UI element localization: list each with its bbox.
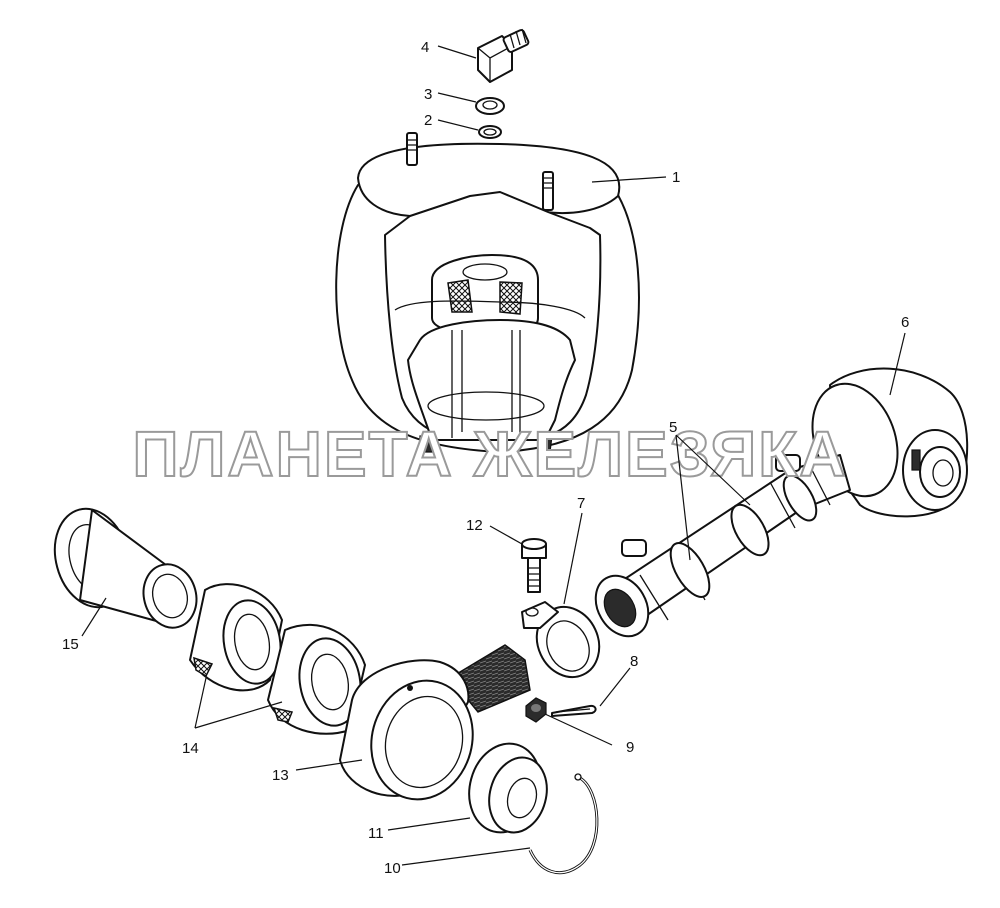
part-3-washer: [475, 97, 505, 115]
part-14-bushing-b: [267, 624, 366, 735]
callout-2: 2: [424, 112, 432, 129]
part-2-o-ring: [478, 125, 502, 139]
callout-14: 14: [182, 740, 199, 757]
part-5-tie-rod: [594, 454, 851, 638]
callout-6: 6: [901, 314, 909, 331]
callout-13: 13: [272, 767, 289, 784]
callout-labels: 4 3 2 1 6 5 7 12 8 9 15 14 13 11 10: [62, 39, 909, 877]
callout-1: 1: [672, 169, 680, 186]
callout-9: 9: [626, 739, 634, 756]
part-9-nut: [525, 697, 547, 723]
callout-7: 7: [577, 495, 585, 512]
callout-8: 8: [630, 653, 638, 670]
callout-15: 15: [62, 636, 79, 653]
part-7-clamp: [521, 601, 601, 679]
part-8-cotter-pin: [551, 704, 597, 717]
part-4-angle-fitting: [477, 28, 530, 83]
part-13-housing: [339, 644, 531, 801]
part-15-sleeve: [53, 507, 198, 629]
callout-4: 4: [421, 39, 429, 56]
part-1-air-spring: [335, 132, 640, 453]
callout-10: 10: [384, 860, 401, 877]
part-11-end-cap: [468, 742, 548, 834]
part-14-bushing-a: [189, 583, 283, 692]
callout-12: 12: [466, 517, 483, 534]
part-10-snap-ring: [528, 773, 599, 875]
callout-3: 3: [424, 86, 432, 103]
watermark-text: ПЛАНЕТА ЖЕЛЕЗЯКА: [133, 418, 848, 490]
leader-lines: [81, 45, 906, 866]
callout-5: 5: [669, 419, 677, 436]
part-12-bolt: [521, 538, 547, 593]
callout-11: 11: [368, 825, 384, 842]
